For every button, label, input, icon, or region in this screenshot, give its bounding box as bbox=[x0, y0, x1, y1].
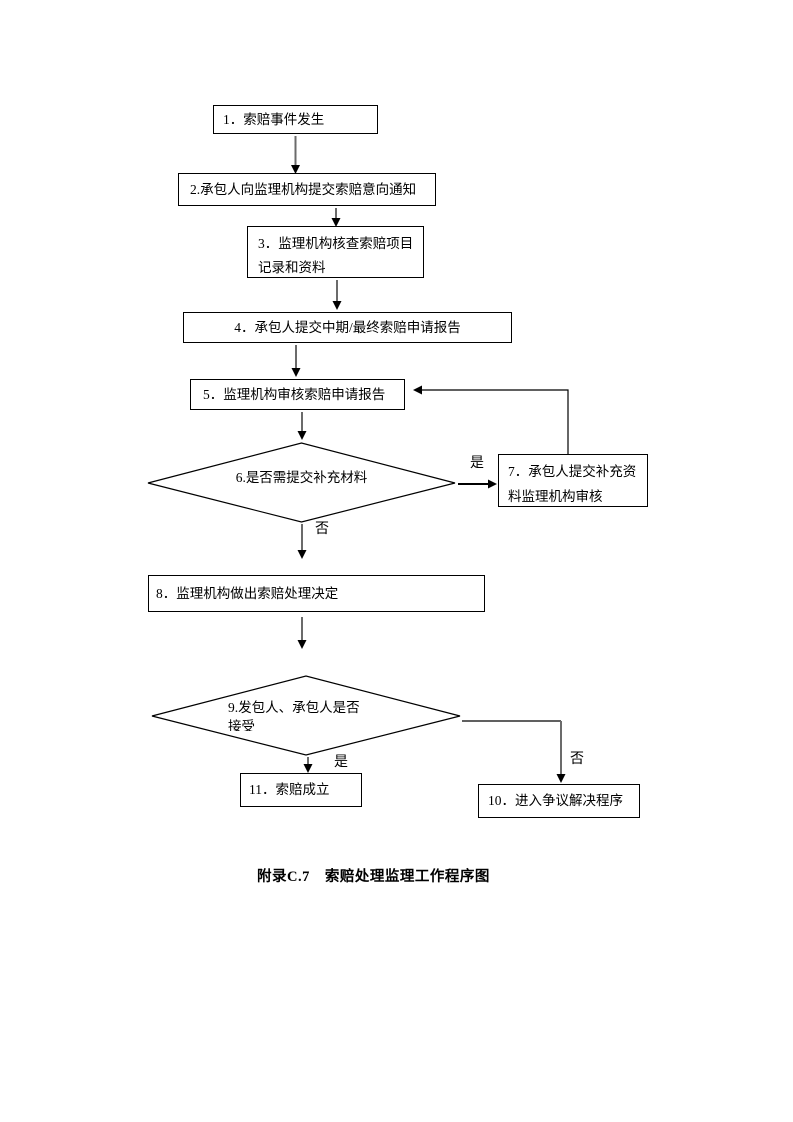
flow-node-1: 1．索赔事件发生 bbox=[213, 105, 378, 134]
arrowhead-right-icon bbox=[488, 479, 497, 489]
figure-caption: 附录C.7 索赔处理监理工作程序图 bbox=[257, 869, 490, 885]
arrowhead-down-icon bbox=[331, 218, 341, 227]
flow-node-11: 11．索赔成立 bbox=[240, 773, 362, 807]
connector-5-6 bbox=[297, 412, 307, 440]
decision-diamond-6 bbox=[147, 442, 456, 523]
arrowhead-down-icon bbox=[297, 640, 307, 649]
flow-node-7-line2: 料监理机构审核 bbox=[508, 489, 603, 504]
arrowhead-down-icon bbox=[332, 301, 342, 310]
flow-node-8: 8．监理机构做出索赔处理决定 bbox=[148, 575, 485, 612]
flow-node-9-decision-label: 9.发包人、承包人是否 接受 bbox=[228, 698, 386, 731]
arrowhead-down-icon bbox=[303, 764, 313, 773]
connector-9-10-no bbox=[462, 720, 566, 783]
arrowhead-down-icon bbox=[556, 774, 566, 783]
connector-4-5 bbox=[291, 345, 301, 377]
connector-7-5-feedback bbox=[413, 385, 569, 454]
flow-node-3-line1: 3．监理机构核查索赔项目 bbox=[258, 236, 414, 251]
connector-elbow bbox=[422, 389, 569, 454]
connector-1-2 bbox=[291, 136, 300, 174]
arrowhead-down-icon bbox=[297, 550, 307, 559]
flow-node-9-line2: 接受 bbox=[228, 719, 255, 731]
connector-3-4 bbox=[332, 280, 342, 310]
connector-6-8-no bbox=[297, 524, 307, 559]
flow-node-5: 5．监理机构审核索赔申请报告 bbox=[190, 379, 405, 410]
flow-node-10: 10．进入争议解决程序 bbox=[478, 784, 640, 818]
branch-label-no-6: 否 bbox=[315, 522, 329, 537]
flow-node-9-line1: 9.发包人、承包人是否 bbox=[228, 700, 360, 715]
arrowhead-down-icon bbox=[291, 368, 301, 377]
flow-node-2: 2.承包人向监理机构提交索赔意向通知 bbox=[178, 173, 436, 206]
arrowhead-down-icon bbox=[291, 165, 300, 174]
flow-node-7-line1: 7．承包人提交补充资 bbox=[508, 464, 637, 479]
flow-node-4: 4．承包人提交中期/最终索赔申请报告 bbox=[183, 312, 512, 343]
flow-node-3-line2: 记录和资料 bbox=[258, 260, 326, 275]
branch-label-yes-6: 是 bbox=[470, 456, 484, 471]
connector-6-7-yes bbox=[458, 479, 497, 489]
connector-8-9 bbox=[297, 617, 307, 649]
decision-diamond-9 bbox=[151, 675, 461, 756]
connector-2-3 bbox=[331, 208, 341, 227]
connector-9-11-yes bbox=[303, 757, 313, 773]
flow-node-3: 3．监理机构核查索赔项目 记录和资料 bbox=[247, 226, 424, 278]
arrowhead-left-icon bbox=[413, 385, 422, 395]
branch-label-no-9: 否 bbox=[570, 752, 584, 767]
arrowhead-down-icon bbox=[297, 431, 307, 440]
flow-node-6-decision-label: 6.是否需提交补充材料 bbox=[235, 470, 368, 485]
branch-label-yes-9: 是 bbox=[334, 755, 348, 770]
flow-node-7: 7．承包人提交补充资 料监理机构审核 bbox=[498, 454, 648, 507]
